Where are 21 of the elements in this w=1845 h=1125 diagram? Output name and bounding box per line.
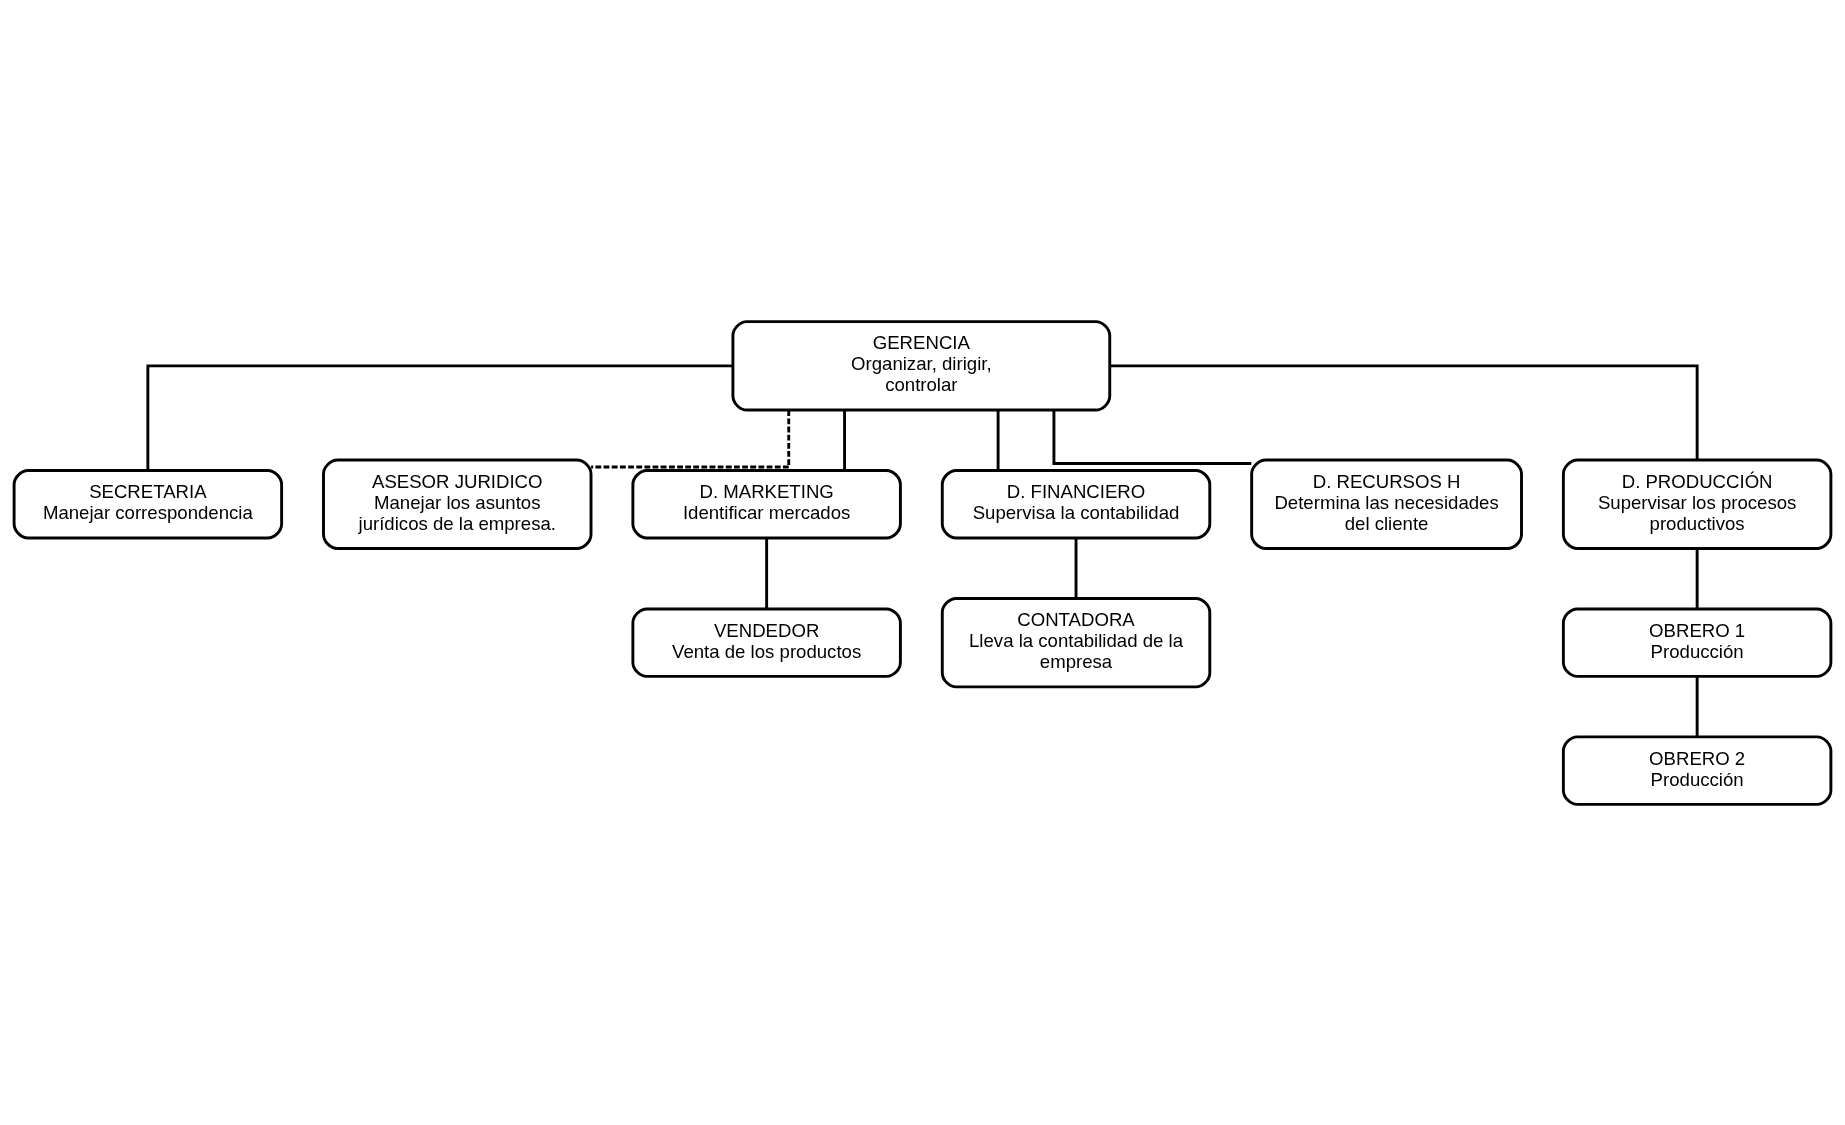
node-box: GERENCIA Organizar, dirigir, controlar <box>731 319 1112 411</box>
connector <box>591 409 791 468</box>
node-box: VENDEDOR Venta de los productos <box>631 607 902 678</box>
connector <box>843 409 847 470</box>
node-box: D. PRODUCCIÓN Supervisar los procesos productivos <box>1561 458 1833 550</box>
connector <box>765 537 769 609</box>
node-box: D. FINANCIERO Supervisa la contabilidad <box>940 468 1212 539</box>
connector <box>1052 409 1252 465</box>
connector <box>1110 363 1699 460</box>
node-box: ASESOR JURIDICO Manejar los asuntos jurídicos de la empresa. <box>322 458 593 550</box>
node-box: SECRETARIA Manejar correspondencia <box>12 468 284 539</box>
connector <box>1695 676 1699 736</box>
node-box: D. MARKETING Identificar mercados <box>631 468 902 539</box>
connector <box>146 363 733 470</box>
node-box: OBRERO 2 Producción <box>1561 734 1833 806</box>
connector <box>1074 537 1078 598</box>
connector <box>1695 548 1699 609</box>
connector <box>996 409 1000 470</box>
node-box: OBRERO 1 Producción <box>1561 607 1833 678</box>
node-box: CONTADORA Lleva la contabilidad de la empresa <box>940 596 1212 688</box>
node-box: D. RECURSOS H Determina las necesidades del cliente <box>1250 458 1523 550</box>
